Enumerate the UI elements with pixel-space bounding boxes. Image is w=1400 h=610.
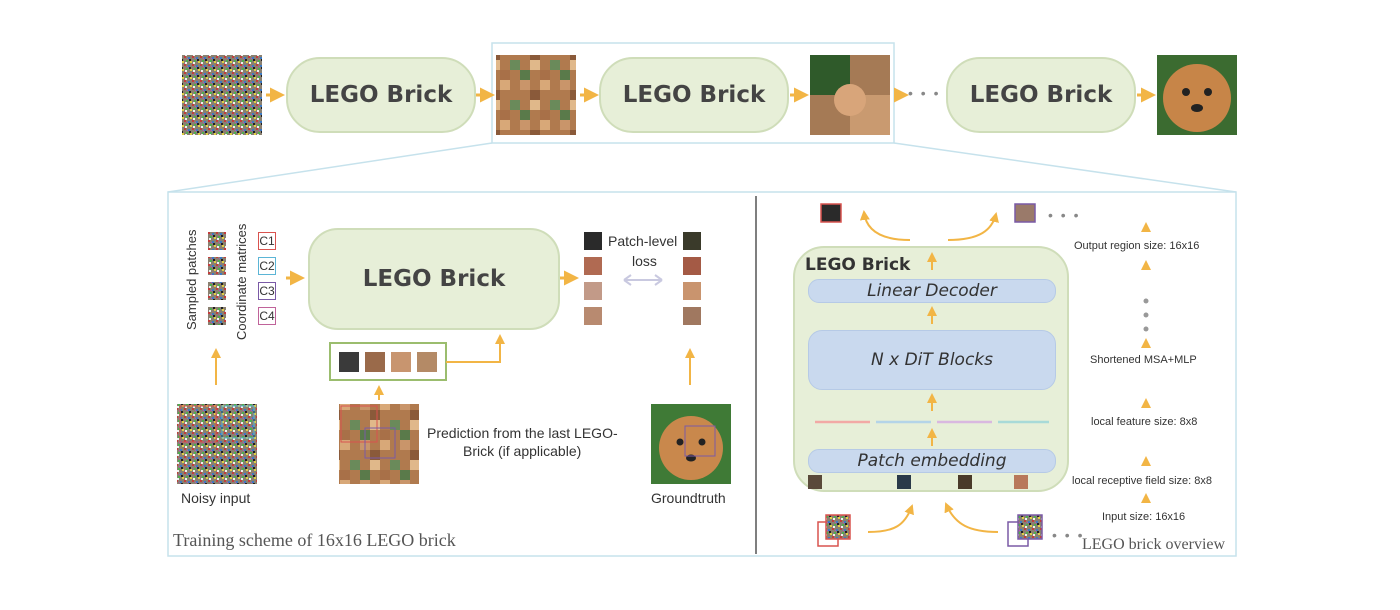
pipeline-pixelated-image <box>496 55 576 135</box>
training-brick-label: LEGO Brick <box>362 266 506 292</box>
coordinate-matrices-label: Coordinate matrices <box>234 223 249 340</box>
prediction-label-2: Brick (if applicable) <box>463 443 582 459</box>
patch-loss-label-2: loss <box>632 253 657 269</box>
pipeline-brick-2: LEGO Brick <box>599 57 789 133</box>
pipeline-brick-2-label: LEGO Brick <box>622 82 766 108</box>
coord-c2: C2 <box>258 257 276 275</box>
sampled-patches-label: Sampled patches <box>184 229 199 330</box>
zoom-line-left <box>167 142 493 193</box>
local-receptive-label: local receptive field size: 8x8 <box>1072 475 1213 487</box>
coord-c3: C3 <box>258 282 276 300</box>
input-size-label: Input size: 16x16 <box>1102 511 1186 523</box>
overview-ellipsis-bottom: • • • <box>1052 527 1085 543</box>
shortened-msa-label: Shortened MSA+MLP <box>1090 354 1197 366</box>
coord-c1: C1 <box>258 232 276 250</box>
pipeline-brick-3-label: LEGO Brick <box>969 82 1113 108</box>
dit-blocks-label: N x DiT Blocks <box>870 350 994 370</box>
coord-c4: C4 <box>258 307 276 325</box>
patch-embedding-label: Patch embedding <box>857 451 1007 471</box>
pipeline-brick-3: LEGO Brick <box>946 57 1136 133</box>
groundtruth-label: Groundtruth <box>651 490 726 506</box>
patch-loss-label-1: Patch-level <box>608 233 678 249</box>
local-feature-label: local feature size: 8x8 <box>1091 416 1198 428</box>
training-brick: LEGO Brick <box>308 228 560 330</box>
zoom-line-right <box>893 142 1237 193</box>
linear-decoder-label: Linear Decoder <box>867 281 997 301</box>
dit-blocks-layer: N x DiT Blocks <box>808 330 1056 390</box>
pipeline-noise-image <box>182 55 262 135</box>
output-region-label: Output region size: 16x16 <box>1074 240 1200 252</box>
noisy-input-label: Noisy input <box>181 490 251 506</box>
overview-caption: LEGO brick overview <box>1082 536 1226 553</box>
prediction-label-1: Prediction from the last LEGO- <box>427 425 618 441</box>
pipeline-brick-1-label: LEGO Brick <box>309 82 453 108</box>
overview-brick-title: LEGO Brick <box>805 255 911 275</box>
linear-decoder-layer: Linear Decoder <box>808 279 1056 303</box>
detail-panel <box>167 191 1237 557</box>
training-caption: Training scheme of 16x16 LEGO brick <box>173 530 456 550</box>
pipeline-brick-1: LEGO Brick <box>286 57 476 133</box>
overview-ellipsis-top: • • • <box>1048 207 1081 223</box>
patch-embedding-layer: Patch embedding <box>808 449 1056 473</box>
pipeline-ellipsis: • • • <box>908 85 941 101</box>
